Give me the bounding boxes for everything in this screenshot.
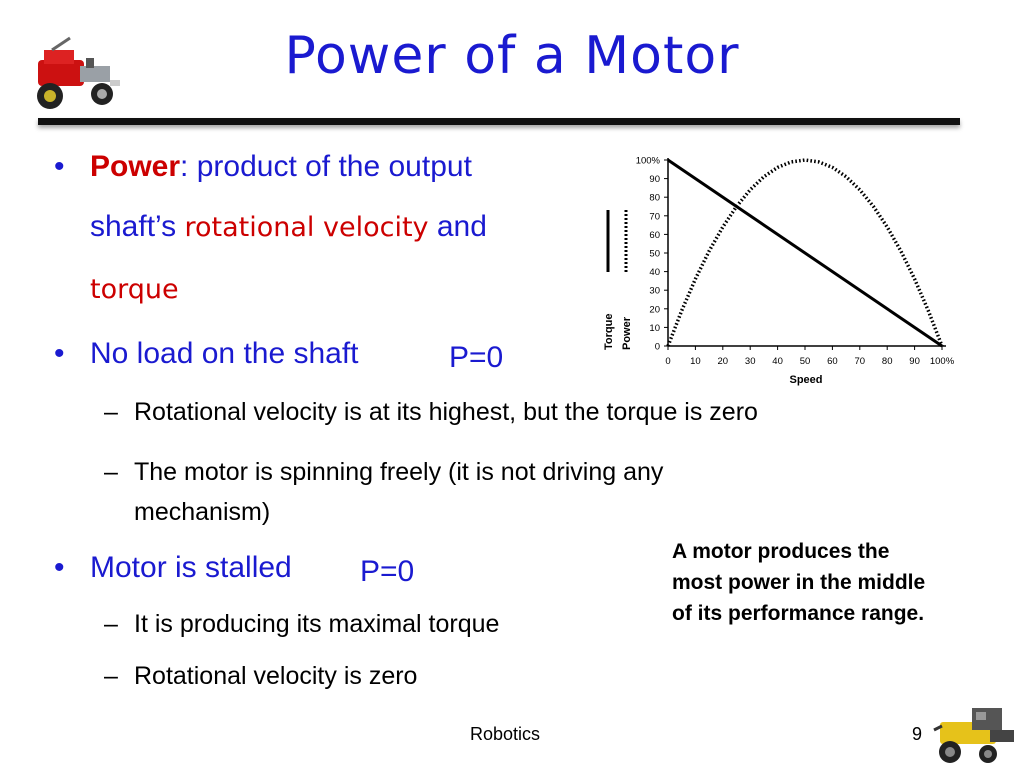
- sub-bullet-spinning-freely: – The motor is spinning freely (it is no…: [104, 452, 984, 532]
- chart-legend: Torque Power: [603, 210, 633, 350]
- x-tick-label: 60: [827, 356, 838, 367]
- caption-line-1: A motor produces the: [672, 540, 890, 563]
- x-tick-label: 10: [690, 356, 701, 367]
- title-divider: [38, 118, 960, 125]
- y-tick-label: 90: [649, 174, 660, 185]
- sub-bullet-highest-velocity: – Rotational velocity is at its highest,…: [104, 398, 984, 427]
- y-tick-label: 100%: [636, 156, 661, 167]
- x-tick-label: 80: [882, 356, 893, 367]
- x-tick-label: 90: [909, 356, 920, 367]
- sub-bullet-marker: –: [104, 610, 118, 638]
- x-tick-label: 0: [665, 356, 670, 367]
- power-definition-line1: product of the output: [188, 150, 472, 183]
- y-tick-label: 80: [649, 193, 660, 204]
- y-tick-label: 20: [649, 304, 660, 315]
- x-tick-label: 100%: [930, 356, 955, 367]
- y-tick-label: 40: [649, 267, 660, 278]
- sub-bullet-marker: –: [104, 398, 118, 426]
- bullet-power-definition: • Power: product of the output shaft’s r…: [54, 150, 594, 306]
- no-load-text: No load on the shaft: [90, 337, 359, 370]
- no-load-power-equation: P=0: [449, 341, 504, 374]
- stalled-text: Motor is stalled: [90, 551, 292, 584]
- y-tick-label: 60: [649, 230, 660, 241]
- bullet-stalled: • Motor is stalled: [54, 551, 454, 585]
- y-tick-label: 0: [655, 342, 660, 353]
- robot-car-icon: [37, 36, 120, 109]
- y-tick-label: 50: [649, 249, 660, 260]
- torque-power-chart: Torque Power 0 10 20 30 40 50 60 70 80 90 100% 0 10…: [603, 156, 955, 387]
- bullet-marker: •: [54, 551, 65, 584]
- caption-line-2: most power in the middle: [672, 571, 926, 594]
- rotational-velocity-term: rotational velocity: [184, 212, 429, 243]
- torque-term: torque: [90, 274, 179, 305]
- sub-bullet-text-line2: mechanism): [134, 498, 271, 526]
- footer-page-number: 9: [912, 724, 923, 744]
- sub-bullet-text: Rotational velocity is zero: [134, 662, 418, 690]
- sub-bullet-zero-velocity: – Rotational velocity is zero: [104, 662, 664, 691]
- torque-series-line: [667, 158, 943, 348]
- legend-power-label: Power: [621, 316, 633, 350]
- stalled-power-equation: P=0: [360, 555, 415, 588]
- y-tick-label: 10: [649, 323, 660, 334]
- x-tick-label: 70: [855, 356, 866, 367]
- x-tick-label: 50: [800, 356, 811, 367]
- sub-bullet-max-torque: – It is producing its maximal torque: [104, 610, 664, 639]
- power-term: Power: [90, 150, 181, 183]
- y-tick-label: 30: [649, 286, 660, 297]
- legend-torque-label: Torque: [603, 314, 615, 350]
- x-tick-label: 40: [772, 356, 783, 367]
- sub-bullet-marker: –: [104, 458, 118, 486]
- sub-bullet-text: It is producing its maximal torque: [134, 610, 500, 638]
- x-tick-label: 30: [745, 356, 756, 367]
- robot-vehicle-icon: [933, 708, 1014, 763]
- x-axis-label: Speed: [789, 374, 822, 386]
- sub-bullet-text: Rotational velocity is at its highest, b…: [134, 398, 758, 426]
- chart-caption: A motor produces the most power in the m…: [672, 536, 1002, 629]
- bullet-no-load: • No load on the shaft: [54, 337, 654, 371]
- x-tick-label: 20: [718, 356, 729, 367]
- footer-course-name: Robotics: [470, 724, 541, 744]
- bullet-marker: •: [54, 337, 65, 370]
- power-definition-line2-pre: shaft’s: [90, 210, 185, 243]
- bullet-marker: •: [54, 150, 65, 183]
- power-colon: :: [180, 150, 189, 183]
- sub-bullet-text-line1: The motor is spinning freely (it is not …: [134, 458, 664, 486]
- slide-title: Power of a Motor: [284, 26, 740, 86]
- caption-line-3: of its performance range.: [672, 602, 925, 625]
- sub-bullet-marker: –: [104, 662, 118, 690]
- y-tick-label: 70: [649, 211, 660, 222]
- power-definition-line2-post: and: [428, 210, 487, 243]
